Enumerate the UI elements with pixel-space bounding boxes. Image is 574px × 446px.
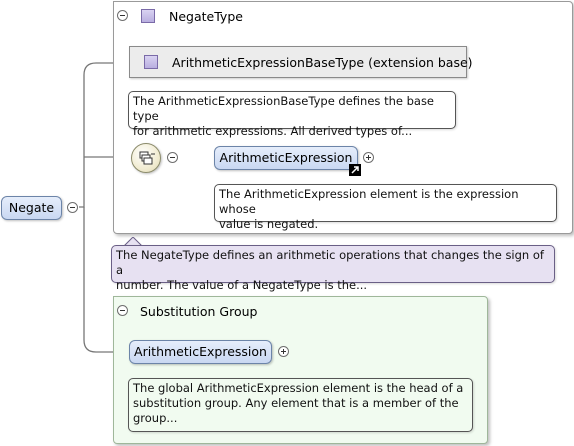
extension-base-label: ArithmeticExpressionBaseType (extension … [172,55,473,70]
doc-line: number. The value of a NegateType is the… [116,278,368,292]
doc-line: for arithmetic expressions. All derived … [133,124,413,138]
expand-toggle-head[interactable] [278,346,289,357]
negate-type-doc: The NegateType defines an arithmetic ope… [111,245,555,292]
doc-line: substitution group. Any element that is … [133,396,459,410]
head-element-doc: The global ArithmeticExpression element … [128,378,473,432]
doc-pointer [123,237,143,247]
doc-line: group... [133,411,178,425]
negate-type-title: NegateType [169,9,243,24]
doc-line: value is negated. [219,217,319,231]
element-label: ArithmeticExpression [219,150,353,165]
collapse-toggle-negate-type[interactable] [117,10,128,21]
complex-type-icon [144,55,158,69]
doc-line: The ArithmeticExpression element is the … [219,187,519,216]
reference-arrow-icon [349,164,361,176]
collapse-toggle-sequence[interactable] [167,152,178,163]
doc-line: The ArithmeticExpressionBaseType defines… [133,94,435,123]
sequence-compositor-icon[interactable] [131,143,161,173]
doc-line: The NegateType defines an arithmetic ope… [116,248,544,277]
element-arithmetic-expression[interactable]: ArithmeticExpression [214,146,358,170]
collapse-toggle-negate[interactable] [67,202,78,213]
extension-base-doc: The ArithmeticExpressionBaseType defines… [128,91,456,138]
doc-line: The global ArithmeticExpression element … [133,381,464,395]
complex-type-icon [141,9,155,23]
element-negate[interactable]: Negate [1,196,62,220]
element-label: ArithmeticExpression [134,344,267,359]
child-element-doc: The ArithmeticExpression element is the … [214,184,557,231]
extension-base-box[interactable]: ArithmeticExpressionBaseType (extension … [129,46,473,78]
element-arithmetic-expression-head[interactable]: ArithmeticExpression [129,340,272,364]
expand-toggle-child[interactable] [363,152,374,163]
substitution-group-title: Substitution Group [140,304,258,319]
element-label: Negate [8,200,55,215]
collapse-toggle-substitution-group[interactable] [117,305,128,316]
sequence-glyph [139,151,155,165]
